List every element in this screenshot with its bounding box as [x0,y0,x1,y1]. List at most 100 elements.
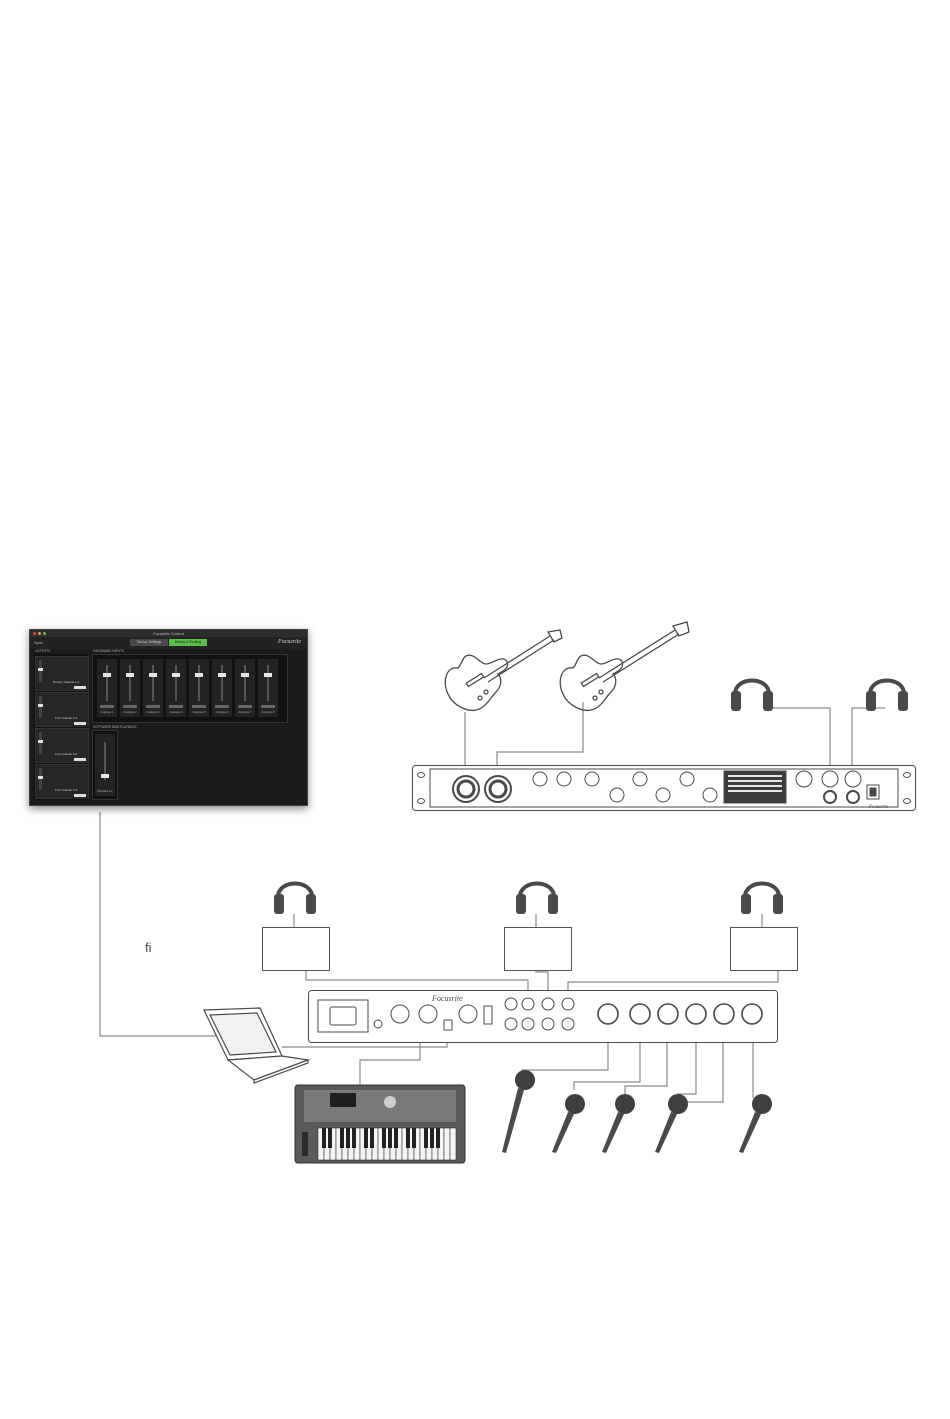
headphones-icon [516,881,558,914]
cable-mic-3 [624,1030,668,1096]
cable-usb-computer [99,812,236,1037]
output-strip[interactable]: Line Outputs 5-6 [35,728,89,763]
fader-cap[interactable] [101,774,109,778]
microphone-icon [655,1094,688,1153]
channel-fader[interactable] [175,665,177,701]
mixer-channel[interactable]: Playback 1-2 [95,734,115,796]
fader-cap[interactable] [264,673,272,677]
channel-name: Analogue 3 [146,711,160,714]
channel-fader[interactable] [198,665,200,701]
microphone-icon [552,1094,585,1153]
mixer-channel[interactable]: Analogue 5 [189,659,209,717]
focusrite-control-window: Focusrite Control Sync Device Settings M… [29,629,308,806]
mixer-channel[interactable]: Analogue 6 [212,659,232,717]
interface-rear-panel: Focusrite [308,990,778,1043]
output-fader[interactable] [38,732,43,754]
fader-cap[interactable] [195,673,203,677]
channel-fader[interactable] [129,665,131,701]
output-name: Line Outputs 7-8 [54,788,78,792]
output-button[interactable] [74,758,86,761]
hardware-inputs-heading: HARDWARE INPUTS [93,649,125,653]
channel-fader[interactable] [152,665,154,701]
output-button[interactable] [74,686,86,689]
interface-front-panel: Focusrite [412,765,916,811]
output-fader[interactable] [38,660,43,682]
electric-guitar-icon [444,629,563,712]
laptop-icon [203,1007,311,1084]
output-strip[interactable]: Line Outputs 3-4 [35,692,89,727]
output-button[interactable] [74,794,86,797]
outputs-panel: Monitor Outputs 1-2 Line Outputs 3-4 Lin… [34,654,89,800]
microphone-icon [602,1094,635,1153]
mixer-channel[interactable]: Analogue 1 [97,659,117,717]
mixer-channel[interactable]: Analogue 4 [166,659,186,717]
synthesizer-icon [294,1084,466,1164]
tab-device-settings[interactable]: Device Settings [130,639,168,646]
fader-cap[interactable] [126,673,134,677]
channel-fader[interactable] [221,665,223,701]
channel-buttons[interactable] [146,705,160,708]
fader-cap[interactable] [103,673,111,677]
output-name: Monitor Outputs 1-2 [52,680,80,684]
channel-name: Analogue 8 [261,711,275,714]
cable-headphone-1 [768,707,831,775]
minimize-dot-icon[interactable] [38,632,41,635]
output-strip[interactable]: Monitor Outputs 1-2 [35,656,89,691]
channel-name: Playback 1-2 [97,790,113,793]
channel-name: Analogue 5 [192,711,206,714]
fader-cap[interactable] [172,673,180,677]
channel-name: Analogue 2 [123,711,137,714]
output-button[interactable] [74,722,86,725]
cable-mon-a [305,969,529,998]
close-dot-icon[interactable] [33,632,36,635]
headphones-icon [866,678,908,711]
front-brand-label: Focusrite [868,805,889,810]
channel-fader[interactable] [244,665,246,701]
fader-cap[interactable] [241,673,249,677]
mixer-channel[interactable]: Analogue 2 [120,659,140,717]
channel-buttons[interactable] [261,705,275,708]
microphone-icon [502,1070,535,1153]
headphone-amp-box [262,927,330,971]
output-fader[interactable] [38,768,43,790]
zoom-dot-icon[interactable] [43,632,46,635]
app-header [30,637,307,649]
cable-mic-2 [573,1030,641,1090]
headphones-icon [731,678,773,711]
channel-fader[interactable] [104,742,106,780]
headphones-icon [741,881,783,914]
output-fader[interactable] [38,696,43,718]
headphone-amp-box [730,927,798,971]
channel-buttons[interactable] [192,705,206,708]
channel-buttons[interactable] [238,705,252,708]
headphones-icon [274,881,316,914]
output-name: Line Outputs 5-6 [54,752,78,756]
outputs-heading: OUTPUTS [35,649,51,653]
sync-status: Sync [34,640,43,645]
channel-buttons[interactable] [123,705,137,708]
channel-buttons[interactable] [100,705,114,708]
mixer-channel[interactable]: Analogue 8 [258,659,278,717]
fader-cap[interactable] [149,673,157,677]
channel-name: Analogue 4 [169,711,183,714]
output-strip[interactable]: Line Outputs 7-8 [35,764,89,799]
playback-mixer: Playback 1-2 [92,730,118,800]
software-playback-heading: SOFTWARE DAW PLAYBACK [93,725,137,729]
channel-fader[interactable] [267,665,269,701]
rear-brand-label: Focusrite [431,994,463,1003]
channel-fader[interactable] [106,665,108,701]
window-title: Focusrite Control [153,631,184,636]
cable-synth [359,1040,421,1090]
tab-mixing-routing[interactable]: Mixing & Routing [169,639,207,646]
channel-buttons[interactable] [169,705,183,708]
window-titlebar: Focusrite Control [30,630,307,637]
mixer-channel[interactable]: Analogue 7 [235,659,255,717]
mixer-channel[interactable]: Analogue 3 [143,659,163,717]
fader-cap[interactable] [218,673,226,677]
hardware-inputs-mixer: Analogue 1 Analogue 2 Analogue 3 Analogu… [92,654,288,723]
microphone-icon [739,1094,772,1153]
channel-buttons[interactable] [215,705,229,708]
channel-name: Analogue 6 [215,711,229,714]
